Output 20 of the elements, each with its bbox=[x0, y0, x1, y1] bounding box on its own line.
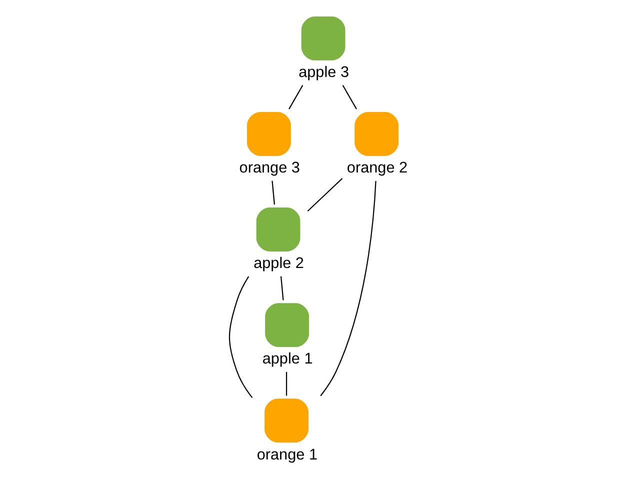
connector bbox=[342, 84, 357, 109]
node-box bbox=[301, 16, 346, 60]
node-box bbox=[256, 207, 300, 251]
node-box bbox=[265, 302, 310, 347]
connector bbox=[286, 371, 288, 396]
node-box bbox=[246, 112, 291, 156]
connector bbox=[228, 276, 253, 398]
node-label: apple 2 bbox=[254, 254, 304, 272]
connector bbox=[280, 276, 284, 300]
node-label: apple 3 bbox=[298, 64, 349, 81]
connector bbox=[307, 178, 343, 212]
node-label: apple 1 bbox=[262, 350, 313, 368]
connector bbox=[272, 180, 275, 204]
node-box bbox=[264, 398, 308, 442]
connector bbox=[320, 180, 376, 396]
node-label: orange 3 bbox=[239, 159, 300, 176]
node-box bbox=[354, 112, 399, 156]
node-label: orange 2 bbox=[346, 159, 408, 176]
connector bbox=[288, 84, 304, 109]
node-label: orange 1 bbox=[256, 446, 318, 463]
